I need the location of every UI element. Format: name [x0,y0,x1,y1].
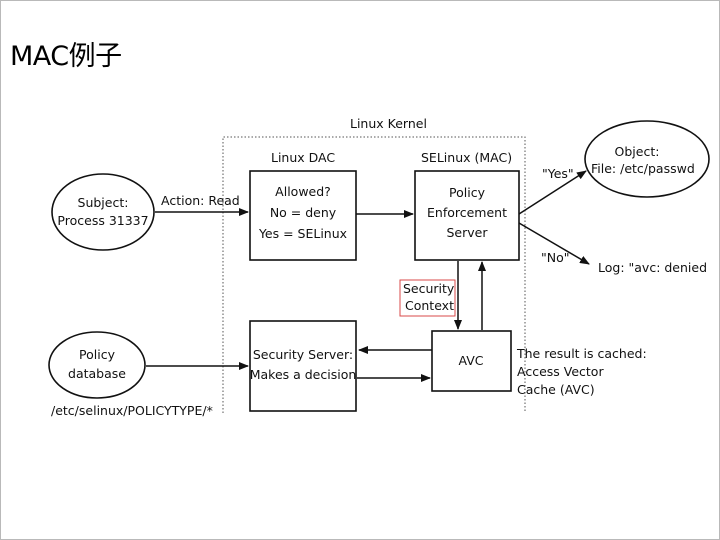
subject-line2: Process 31337 [57,213,148,228]
security-server-box [249,320,357,412]
policy-database-node [48,331,146,399]
dac-section-label: Linux DAC [271,150,335,165]
dac-line3: Yes = SELinux [258,226,347,241]
object-node [584,120,710,198]
security-context-line1: Security [403,281,455,296]
dac-decision-box [249,170,357,261]
policy-path-label: /etc/selinux/POLICYTYPE/* [51,403,213,418]
security-context-highlight [399,279,456,317]
avc-label: AVC [458,353,483,368]
security-server-line2: Makes a decision [250,367,357,382]
policy-enforcement-box [414,170,520,261]
avc-box [431,330,512,392]
pes-line1: Policy [449,185,486,200]
action-label: Action: Read [161,193,240,208]
pes-line2: Enforcement [427,205,507,220]
no-label: "No" [541,250,570,265]
dac-line2: No = deny [270,205,337,220]
slide-title: MAC例子 [10,41,122,72]
cache-note-line2: Access Vector [517,364,604,379]
kernel-boundary [222,136,526,413]
yes-arrow [518,170,587,215]
subject-node [51,173,155,251]
policy-db-line2: database [68,366,126,381]
pes-line3: Server [447,225,489,240]
dac-line1: Allowed? [275,184,331,199]
cache-note-line1: The result is cached: [516,346,647,361]
mac-section-label: SELinux (MAC) [421,150,512,165]
log-label: Log: "avc: denied [598,260,707,275]
no-arrow [518,222,590,265]
kernel-label: Linux Kernel [350,116,427,131]
yes-label: "Yes" [542,166,574,181]
object-line1: Object: [615,144,660,159]
security-context-line2: Context [405,298,454,313]
security-server-line1: Security Server: [253,347,353,362]
policy-db-line1: Policy [79,347,116,362]
subject-line1: Subject: [78,195,129,210]
cache-note-line3: Cache (AVC) [517,382,595,397]
object-line2: File: /etc/passwd [591,161,695,176]
